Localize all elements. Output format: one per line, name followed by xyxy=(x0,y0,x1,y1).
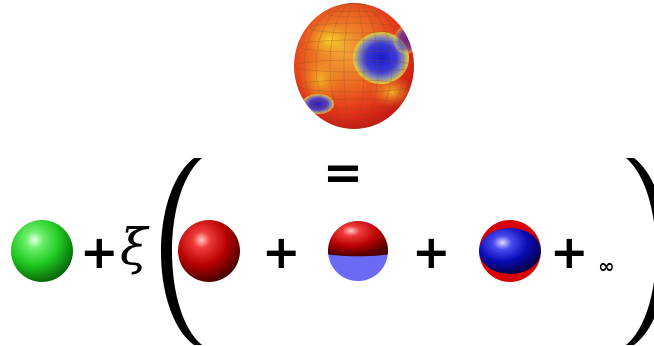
plus-sign: + xyxy=(262,225,301,279)
plus-sign: + xyxy=(412,225,451,279)
deformed-sphere xyxy=(294,3,414,129)
left-parenthesis xyxy=(161,158,202,345)
equals-sign: = xyxy=(323,145,363,201)
red-blue-half-sphere xyxy=(328,221,388,281)
blue-red-capped-sphere xyxy=(479,220,541,282)
plus-sign: + xyxy=(550,225,589,279)
plus-sign: + xyxy=(80,225,119,279)
right-parenthesis xyxy=(626,158,654,345)
xi-coefficient: ξ xyxy=(120,218,148,276)
infinity-symbol: ∞ xyxy=(598,254,615,278)
green-sphere xyxy=(11,220,73,282)
red-sphere xyxy=(178,220,240,282)
